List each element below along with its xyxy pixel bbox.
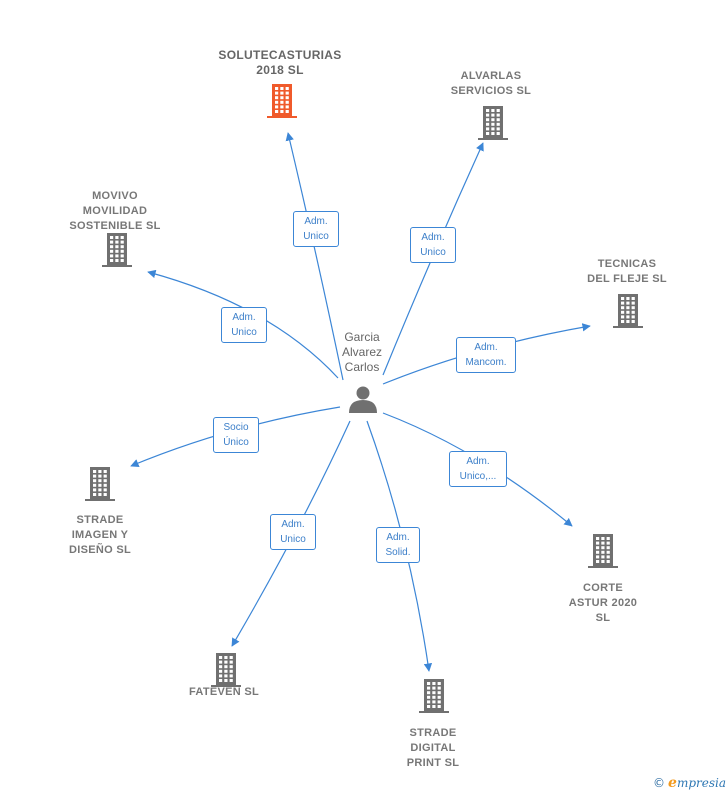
building-icon-solutecasturias[interactable] [267,84,297,118]
watermark: ©empresia [653,775,726,791]
relation-label-movivo[interactable]: Adm. Unico [221,307,267,343]
building-icon-tecnicas[interactable] [613,294,643,328]
building-icon-strade-imagen[interactable] [85,467,115,501]
relation-label-alvarlas[interactable]: Adm. Unico [410,227,456,263]
relation-label-strade-digital[interactable]: Adm. Solid. [376,527,420,563]
relation-label-strade-imagen[interactable]: Socio Único [213,417,259,453]
building-icon-movivo[interactable] [102,233,132,267]
relation-label-corte-astur[interactable]: Adm. Unico,... [449,451,507,487]
relation-label-solutecasturias[interactable]: Adm. Unico [293,211,339,247]
relation-label-fateven[interactable]: Adm. Unico [270,514,316,550]
building-icon-fateven[interactable] [211,653,241,687]
person-icon[interactable] [349,386,377,414]
brand-name: mpresia [676,776,726,790]
company-label-movivo[interactable]: MOVIVO MOVILIDAD SOSTENIBLE SL [69,190,161,232]
building-icon-strade-digital[interactable] [419,679,449,713]
company-label-strade-imagen[interactable]: STRADE IMAGEN Y DISEÑO SL [69,514,131,556]
copyright-symbol: © [653,776,666,790]
company-label-fateven[interactable]: FATEVEN SL [188,686,260,698]
company-label-tecnicas[interactable]: TECNICAS DEL FLEJE SL [587,258,667,285]
brand-initial: e [668,775,677,791]
building-icon-alvarlas[interactable] [478,106,508,140]
edge-solutecasturias [285,132,344,381]
building-icon-corte-astur[interactable] [588,534,618,568]
company-label-alvarlas[interactable]: ALVARLAS SERVICIOS SL [450,70,532,97]
person-name[interactable]: Garcia Alvarez Carlos [341,330,382,374]
relation-label-tecnicas[interactable]: Adm. Mancom. [456,337,516,373]
company-label-corte-astur[interactable]: CORTE ASTUR 2020 SL [568,582,638,624]
company-label-solutecasturias[interactable]: SOLUTECASTURIAS 2018 SL [218,48,342,77]
company-label-strade-digital[interactable]: STRADE DIGITAL PRINT SL [406,727,460,769]
